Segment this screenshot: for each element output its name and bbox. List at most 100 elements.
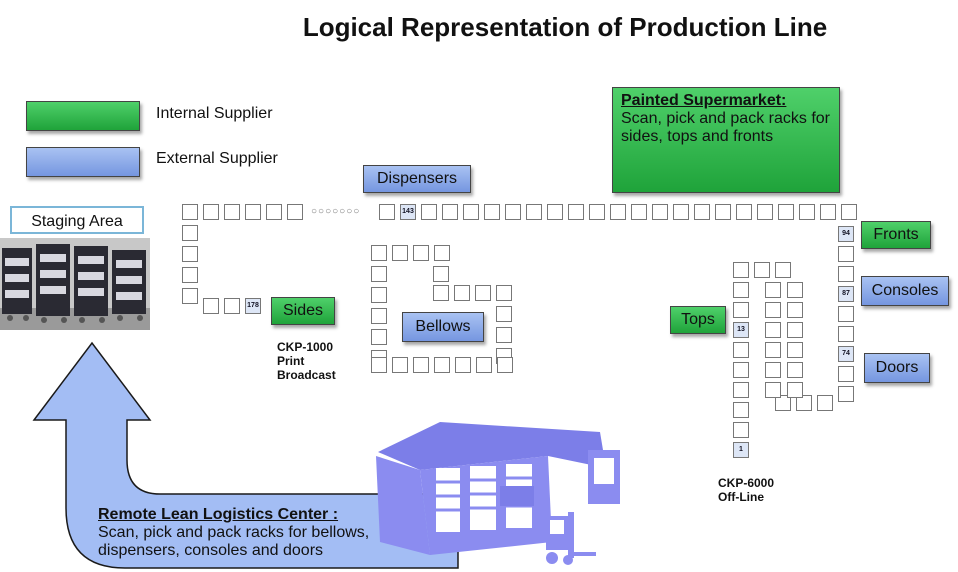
remote-logistics-body-2: dispensers, consoles and doors <box>98 542 324 559</box>
conveyor-cell <box>838 246 854 262</box>
conveyor-cell <box>694 204 710 220</box>
conveyor-cell <box>455 357 471 373</box>
conveyor-cell <box>224 298 240 314</box>
conveyor-cell <box>733 282 749 298</box>
conveyor-cell <box>838 266 854 282</box>
conveyor-cell <box>820 204 836 220</box>
conveyor-cell <box>652 204 668 220</box>
label-fronts: Fronts <box>861 221 931 249</box>
conveyor-cell <box>775 262 791 278</box>
conveyor-cell <box>442 204 458 220</box>
conveyor-cell <box>765 302 781 318</box>
conveyor-dotted-gap: ○○○○○○○ <box>311 206 361 217</box>
conveyor-cell <box>787 302 803 318</box>
station-ckp-6000: CKP-6000 Off-Line <box>718 476 774 504</box>
conveyor-cell <box>434 245 450 261</box>
legend-external-label: External Supplier <box>156 150 278 167</box>
conveyor-cell <box>245 204 261 220</box>
conveyor-cell <box>182 246 198 262</box>
conveyor-cell <box>568 204 584 220</box>
conveyor-cell <box>838 386 854 402</box>
conveyor-cell <box>463 204 479 220</box>
conveyor-cell <box>733 362 749 378</box>
conveyor-cell <box>799 204 815 220</box>
conveyor-cell <box>371 308 387 324</box>
painted-supermarket-heading: Painted Supermarket: <box>621 92 787 109</box>
conveyor-cell <box>392 357 408 373</box>
conveyor-cell <box>733 382 749 398</box>
conveyor-cell <box>203 204 219 220</box>
conveyor-cell <box>765 342 781 358</box>
conveyor-cell <box>496 306 512 322</box>
conveyor-cell <box>778 204 794 220</box>
conveyor-cell <box>817 395 833 411</box>
station-ckp-1000-line1: CKP-1000 <box>277 340 334 354</box>
conveyor-cell <box>433 285 449 301</box>
legend-internal-swatch <box>26 101 140 131</box>
painted-supermarket-box: Painted Supermarket: Scan, pick and pack… <box>612 87 840 193</box>
conveyor-cell <box>413 357 429 373</box>
conveyor-cell <box>182 267 198 283</box>
conveyor-cell <box>787 382 803 398</box>
staging-area-label: Staging Area <box>10 206 144 234</box>
conveyor-cell <box>413 245 429 261</box>
conveyor-cell <box>182 288 198 304</box>
remote-logistics-body-1: Scan, pick and pack racks for bellows, <box>98 524 370 541</box>
conveyor-cell <box>733 302 749 318</box>
conveyor-cell <box>475 285 491 301</box>
conveyor-cell <box>787 362 803 378</box>
conveyor-cell <box>379 204 395 220</box>
conveyor-cell <box>610 204 626 220</box>
conveyor-cell <box>496 327 512 343</box>
conveyor-cell <box>787 282 803 298</box>
remote-logistics-heading: Remote Lean Logistics Center : <box>98 506 339 523</box>
label-tops: Tops <box>670 306 726 334</box>
conveyor-cell-13: 13 <box>733 322 749 338</box>
station-ckp-6000-line1: CKP-6000 <box>718 476 775 490</box>
conveyor-cell <box>547 204 563 220</box>
conveyor-cell-143: 143 <box>400 204 416 220</box>
forklift-icon <box>546 512 596 565</box>
conveyor-cell <box>434 357 450 373</box>
conveyor-cell <box>497 357 513 373</box>
conveyor-cell <box>733 262 749 278</box>
staging-area-photo <box>0 238 150 330</box>
conveyor-cell <box>392 245 408 261</box>
conveyor-cell <box>266 204 282 220</box>
conveyor-cell <box>765 282 781 298</box>
conveyor-cell <box>224 204 240 220</box>
conveyor-cell <box>505 204 521 220</box>
conveyor-cell <box>421 204 437 220</box>
warehouse-icon <box>376 422 620 555</box>
remote-logistics-text: Remote Lean Logistics Center : Scan, pic… <box>98 506 458 560</box>
conveyor-cell <box>287 204 303 220</box>
return-arrow-icon <box>32 341 459 569</box>
conveyor-cell <box>433 266 449 282</box>
conveyor-cell <box>765 322 781 338</box>
conveyor-cell <box>736 204 752 220</box>
conveyor-cell <box>371 245 387 261</box>
conveyor-cell <box>371 287 387 303</box>
conveyor-cell <box>203 298 219 314</box>
conveyor-cell <box>182 204 198 220</box>
conveyor-cell-94: 94 <box>838 226 854 242</box>
conveyor-cell <box>371 357 387 373</box>
conveyor-cell <box>673 204 689 220</box>
station-ckp-6000-line2: Off-Line <box>718 490 764 504</box>
conveyor-cell <box>757 204 773 220</box>
station-ckp-1000-line2: Print <box>277 354 305 368</box>
label-doors: Doors <box>864 353 930 383</box>
conveyor-cell <box>715 204 731 220</box>
conveyor-cell <box>733 422 749 438</box>
conveyor-cell <box>765 362 781 378</box>
conveyor-cell <box>765 382 781 398</box>
conveyor-cell <box>838 366 854 382</box>
conveyor-cell <box>733 342 749 358</box>
conveyor-cell <box>787 342 803 358</box>
station-ckp-1000-line3: Broadcast <box>277 368 336 382</box>
conveyor-cell <box>733 402 749 418</box>
conveyor-cell <box>182 225 198 241</box>
conveyor-cell <box>754 262 770 278</box>
conveyor-cell-178: 178 <box>245 298 261 314</box>
